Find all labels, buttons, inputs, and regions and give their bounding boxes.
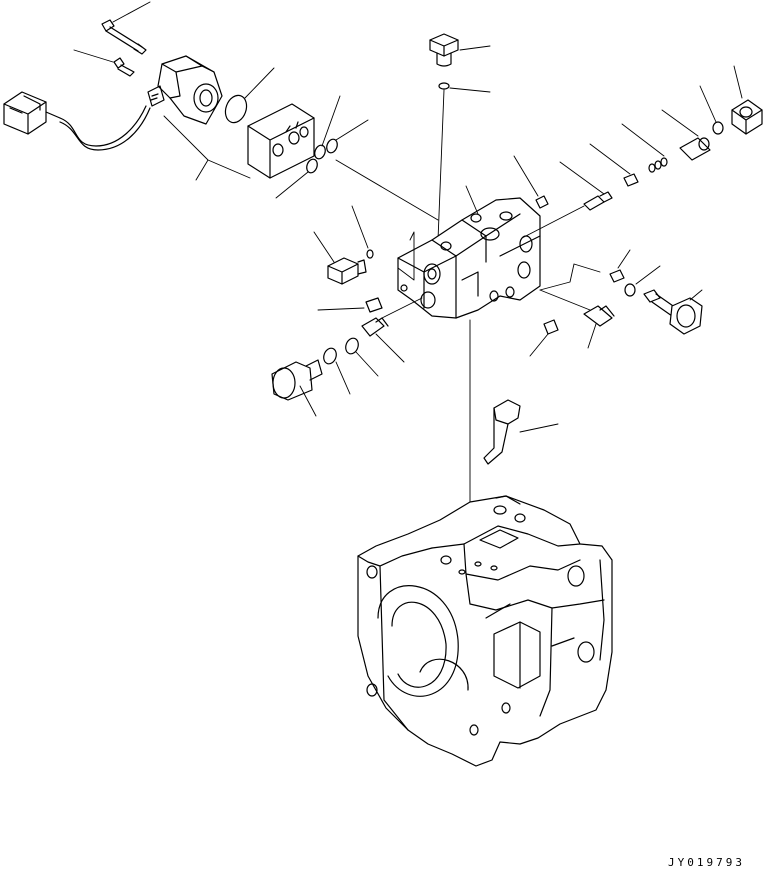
right-spool-bolt: [643, 289, 703, 335]
adapter-block: [247, 103, 315, 179]
left-small-plug: [317, 297, 383, 313]
left-plug: [313, 231, 367, 285]
drawing-reference-code: JY019793: [668, 856, 745, 869]
adjust-screw: [589, 143, 639, 187]
bottom-small-plug: [529, 319, 559, 357]
pin-bolt: [521, 161, 613, 239]
cap-nut: [731, 65, 763, 135]
upper-right-plug: [513, 155, 549, 209]
spool-o-rings: [323, 337, 379, 395]
body-bracket-left: [397, 231, 415, 281]
spool-plug: [271, 359, 323, 417]
adapter-o-rings: [275, 95, 369, 199]
group-bracket: [163, 115, 251, 181]
pump-case: [357, 495, 613, 767]
vertical-axis-upper: [437, 89, 445, 241]
top-o-ring: [438, 82, 491, 93]
wire-connector: [3, 91, 61, 135]
sleeve: [661, 109, 711, 161]
sleeve-o-ring: [699, 85, 724, 135]
left-fitting: [361, 297, 423, 363]
adapter-alignment-line: [335, 159, 439, 221]
left-o-ring: [351, 205, 374, 259]
link-bracket: [483, 399, 559, 465]
body-bracket-right: [539, 263, 601, 291]
spring: [621, 123, 668, 173]
solenoid-valve: [147, 55, 223, 125]
top-plug: [429, 33, 491, 67]
pump-control-valve-body: [397, 197, 541, 319]
right-small-plug: [609, 249, 631, 283]
right-o-ring: [624, 265, 661, 297]
body-lead: [465, 185, 479, 215]
solenoid-cable: [59, 105, 151, 151]
mounting-bolt-long: [101, 1, 151, 55]
mounting-bolt-short: [73, 49, 135, 77]
solenoid-o-ring: [224, 67, 275, 124]
right-fitting: [539, 289, 615, 349]
